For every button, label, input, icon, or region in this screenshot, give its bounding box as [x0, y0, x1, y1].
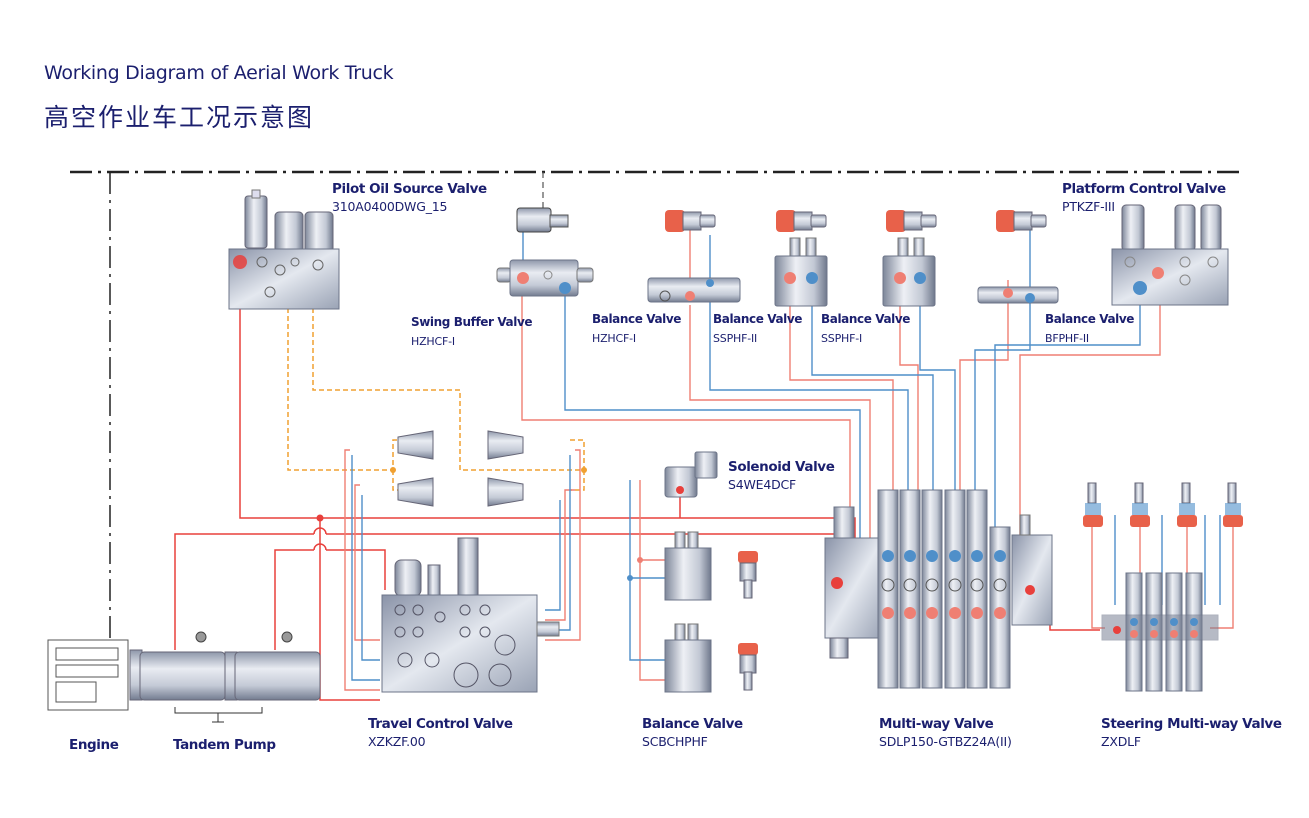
component-code: SSPHF-II	[713, 332, 758, 345]
component-name: Engine	[69, 737, 119, 753]
multi-way-valve[interactable]	[824, 489, 1053, 689]
label-steering-multi-way-valve: Steering Multi-way Valve ZXDLF	[1101, 716, 1282, 749]
component-code: PTKZF-III	[1062, 199, 1115, 214]
component-code: 310A0400DWG_15	[332, 199, 448, 214]
pressure-junction	[316, 514, 324, 522]
diagram-title-english: Working Diagram of Aerial Work Truck	[44, 62, 394, 84]
label-balance-valve-ssphf2: Balance Valve SSPHF-II	[713, 312, 802, 345]
platform-control-valve[interactable]	[1111, 204, 1229, 306]
return-junction	[627, 575, 633, 581]
component-code: BFPHF-II	[1045, 332, 1089, 345]
pressure-junction	[637, 557, 643, 563]
label-swing-buffer-valve: Swing Buffer Valve HZHCF-I	[411, 315, 533, 348]
travel-motor[interactable]	[397, 430, 434, 460]
label-engine: Engine	[69, 737, 119, 753]
boundary-line	[70, 170, 1240, 700]
component-name: Balance Valve	[642, 716, 743, 732]
swing-motor[interactable]	[516, 207, 569, 233]
component-name: Tandem Pump	[173, 737, 276, 753]
cylinder-bfphf2[interactable]	[996, 210, 1047, 232]
swing-buffer-valve[interactable]	[496, 259, 594, 297]
component-name: Swing Buffer Valve	[411, 315, 533, 329]
diagram-title-chinese: 高空作业车工况示意图	[44, 103, 315, 132]
component-name: Solenoid Valve	[728, 459, 835, 475]
component-name: Travel Control Valve	[368, 716, 513, 732]
component-name: Pilot Oil Source Valve	[332, 181, 487, 197]
balance-valve-scbchphf[interactable]	[664, 531, 758, 601]
label-multi-way-valve: Multi-way Valve SDLP150-GTBZ24A(II)	[879, 716, 1012, 749]
component-name: Steering Multi-way Valve	[1101, 716, 1282, 732]
label-balance-valve-scbchphf: Balance Valve SCBCHPHF	[642, 716, 743, 749]
steering-cylinders[interactable]	[1083, 482, 1243, 527]
component-name: Platform Control Valve	[1062, 181, 1226, 197]
cylinder-hzhcf[interactable]	[665, 210, 716, 232]
label-travel-control-valve: Travel Control Valve XZKZF.00	[368, 716, 513, 749]
balance-valve-ssphf1[interactable]	[882, 237, 936, 307]
label-platform-control-valve: Platform Control Valve PTKZF-III	[1062, 181, 1226, 214]
component-code: HZHCF-I	[592, 332, 636, 345]
travel-motor[interactable]	[487, 430, 524, 460]
component-code: S4WE4DCF	[728, 477, 797, 492]
component-code: SCBCHPHF	[642, 734, 708, 749]
component-name: Balance Valve	[821, 312, 911, 326]
tandem-pump[interactable]	[129, 631, 321, 723]
cylinder-ssphf2[interactable]	[776, 210, 827, 232]
component-code: SDLP150-GTBZ24A(II)	[879, 734, 1012, 749]
label-pilot-oil-source-valve: Pilot Oil Source Valve 310A0400DWG_15	[332, 181, 487, 214]
component-code: HZHCF-I	[411, 335, 455, 348]
component-name: Balance Valve	[713, 312, 803, 326]
balance-valve-ssphf2[interactable]	[774, 237, 828, 307]
balance-valve-scbchphf[interactable]	[664, 623, 758, 693]
cylinder-ssphf1[interactable]	[886, 210, 937, 232]
label-balance-valve-ssphf1: Balance Valve SSPHF-I	[821, 312, 910, 345]
pilot-junction	[390, 467, 396, 473]
label-balance-valve-hzhcf: Balance Valve HZHCF-I	[592, 312, 681, 345]
component-code: XZKZF.00	[368, 734, 426, 749]
travel-motor[interactable]	[397, 477, 434, 507]
pilot-oil-source-valve[interactable]	[228, 189, 340, 310]
pilot-junction	[581, 467, 587, 473]
component-code: SSPHF-I	[821, 332, 863, 345]
component-code: ZXDLF	[1101, 734, 1141, 749]
component-name: Balance Valve	[1045, 312, 1135, 326]
balance-valve-bfphf2[interactable]	[977, 286, 1059, 304]
solenoid-valve[interactable]	[664, 451, 718, 498]
label-tandem-pump: Tandem Pump	[173, 737, 276, 753]
component-name: Multi-way Valve	[879, 716, 994, 732]
travel-control-valve[interactable]	[381, 537, 560, 693]
balance-valve-hzhcf[interactable]	[647, 277, 741, 303]
travel-motor[interactable]	[487, 477, 524, 507]
steering-multi-way-valve[interactable]	[1101, 572, 1219, 692]
label-balance-valve-bfphf2: Balance Valve BFPHF-II	[1045, 312, 1134, 345]
component-name: Balance Valve	[592, 312, 682, 326]
engine[interactable]	[47, 639, 129, 711]
label-solenoid-valve: Solenoid Valve S4WE4DCF	[728, 459, 835, 492]
